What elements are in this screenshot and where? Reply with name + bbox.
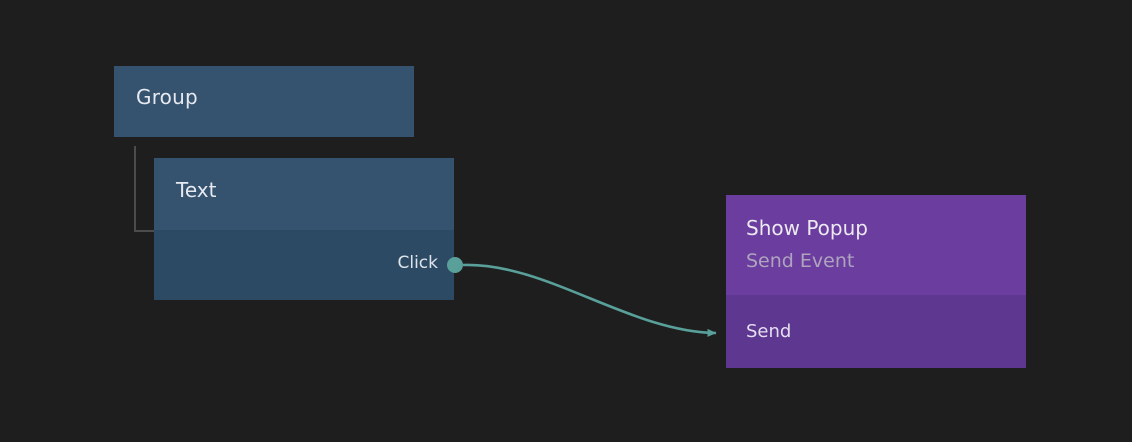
node-group-header[interactable]: Group [114, 66, 414, 137]
node-text[interactable]: Text Click [154, 158, 454, 300]
input-port-send-label: Send [746, 321, 792, 342]
group-child-bracket [134, 146, 154, 232]
node-text-header[interactable]: Text [154, 158, 454, 230]
edge-click-to-send [462, 263, 717, 337]
node-show-popup-header[interactable]: Show Popup Send Event [726, 195, 1026, 295]
node-text-body: Click [154, 230, 454, 300]
node-show-popup[interactable]: Show Popup Send Event Send [726, 195, 1026, 368]
node-show-popup-body: Send [726, 295, 1026, 368]
output-port-click-dot[interactable] [447, 257, 463, 273]
output-port-click-label: Click [397, 253, 438, 273]
node-text-title: Text [176, 178, 217, 202]
node-group-title: Group [136, 85, 198, 109]
node-show-popup-title: Show Popup [746, 216, 868, 240]
node-group[interactable]: Group [114, 66, 414, 137]
node-show-popup-subtitle: Send Event [746, 250, 855, 272]
